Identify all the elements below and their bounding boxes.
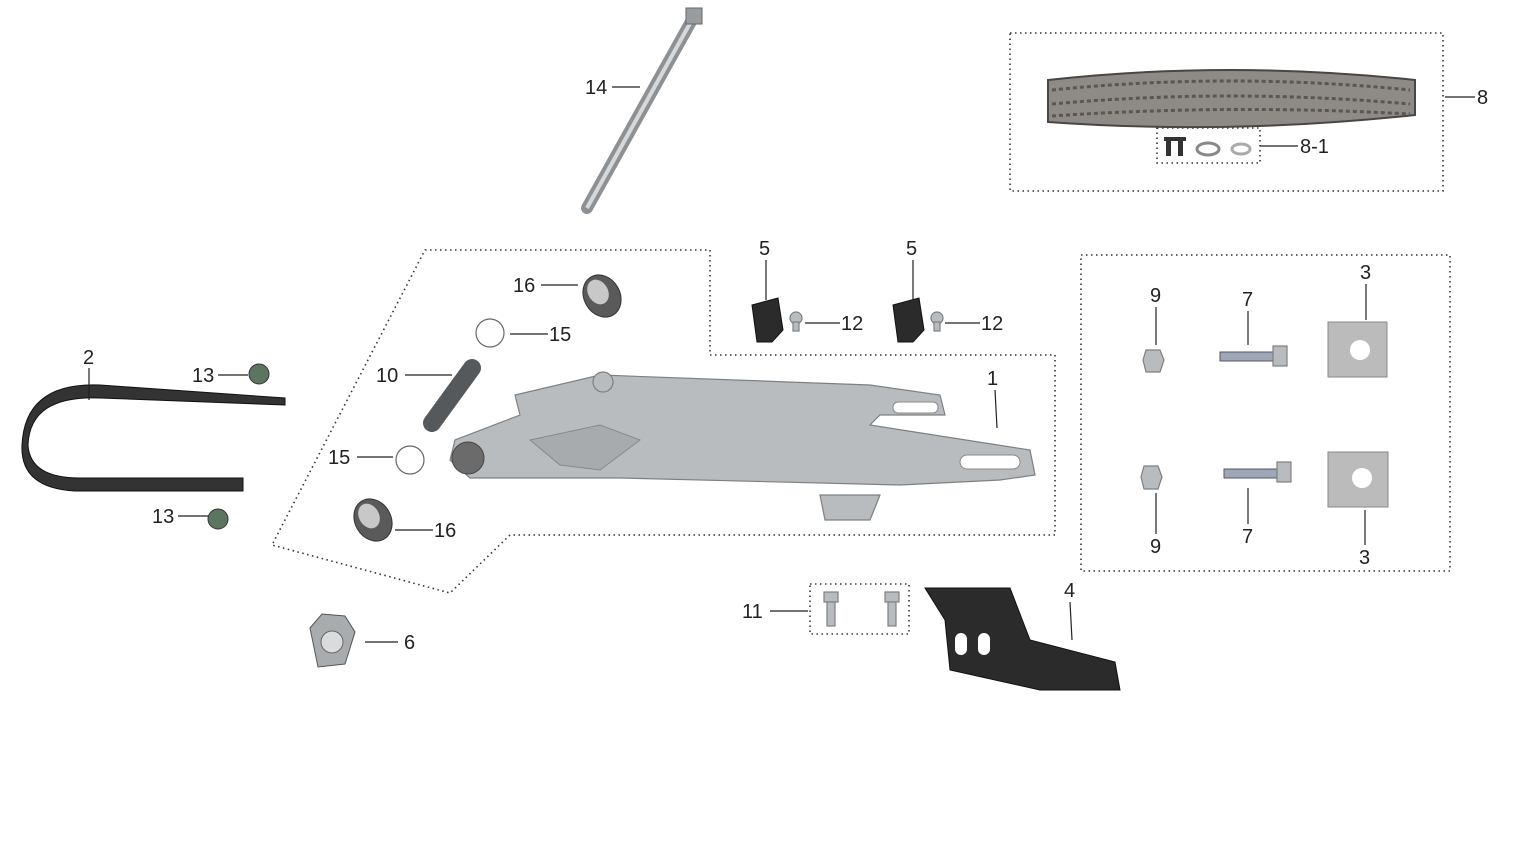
screw-part[interactable] — [789, 311, 944, 332]
adjuster-nut-part[interactable] — [1140, 349, 1165, 490]
callout-15: 15 — [328, 447, 350, 469]
callout-13: 13 — [152, 506, 174, 528]
callout-3: 3 — [1359, 547, 1370, 569]
chain-group-box — [1009, 32, 1444, 192]
callout-2: 2 — [83, 347, 94, 369]
adjuster-group-box — [1080, 254, 1451, 572]
swingarm-part[interactable] — [449, 371, 1036, 521]
callout-5: 5 — [759, 238, 770, 260]
callout-12: 12 — [981, 313, 1003, 335]
callout-3: 3 — [1360, 262, 1371, 284]
callout-5: 5 — [906, 238, 917, 260]
callout-8: 8 — [1477, 87, 1488, 109]
pivot-sleeve-part[interactable] — [423, 359, 481, 432]
callout-4: 4 — [1064, 580, 1075, 602]
callout-7: 7 — [1242, 289, 1253, 311]
callout-8-1: 8-1 — [1300, 136, 1329, 158]
socket-bolt-part[interactable] — [823, 591, 900, 627]
callout-9: 9 — [1150, 285, 1161, 307]
swingarm-group-box — [270, 249, 1056, 594]
callout-7: 7 — [1242, 526, 1253, 548]
adjuster-bracket-part[interactable] — [751, 297, 925, 343]
callout-11: 11 — [742, 601, 763, 623]
callout-16: 16 — [434, 520, 456, 542]
o-ring-part[interactable] — [395, 318, 505, 475]
callout-14: 14 — [585, 77, 607, 99]
adjuster-block-part[interactable] — [1327, 321, 1389, 508]
callout-13: 13 — [192, 365, 214, 387]
bearing-part[interactable] — [346, 268, 628, 548]
callout-6: 6 — [404, 632, 415, 654]
chain-part[interactable] — [1047, 69, 1416, 129]
chain-guide-part[interactable] — [924, 587, 1121, 691]
callout-15: 15 — [549, 324, 571, 346]
leader-lines — [88, 86, 1475, 643]
callout-16: 16 — [513, 275, 535, 297]
callout-12: 12 — [841, 313, 863, 335]
phillips-screw-part[interactable] — [207, 363, 270, 530]
callout-1: 1 — [987, 368, 998, 390]
adjuster-bolt-part[interactable] — [1219, 345, 1292, 483]
axle-part[interactable] — [581, 7, 703, 214]
callout-9: 9 — [1150, 536, 1161, 558]
master-link-part[interactable] — [1164, 137, 1252, 157]
callout-10: 10 — [376, 365, 398, 387]
chain-slider-part[interactable] — [21, 384, 286, 492]
axle-nut-part[interactable] — [309, 613, 356, 668]
